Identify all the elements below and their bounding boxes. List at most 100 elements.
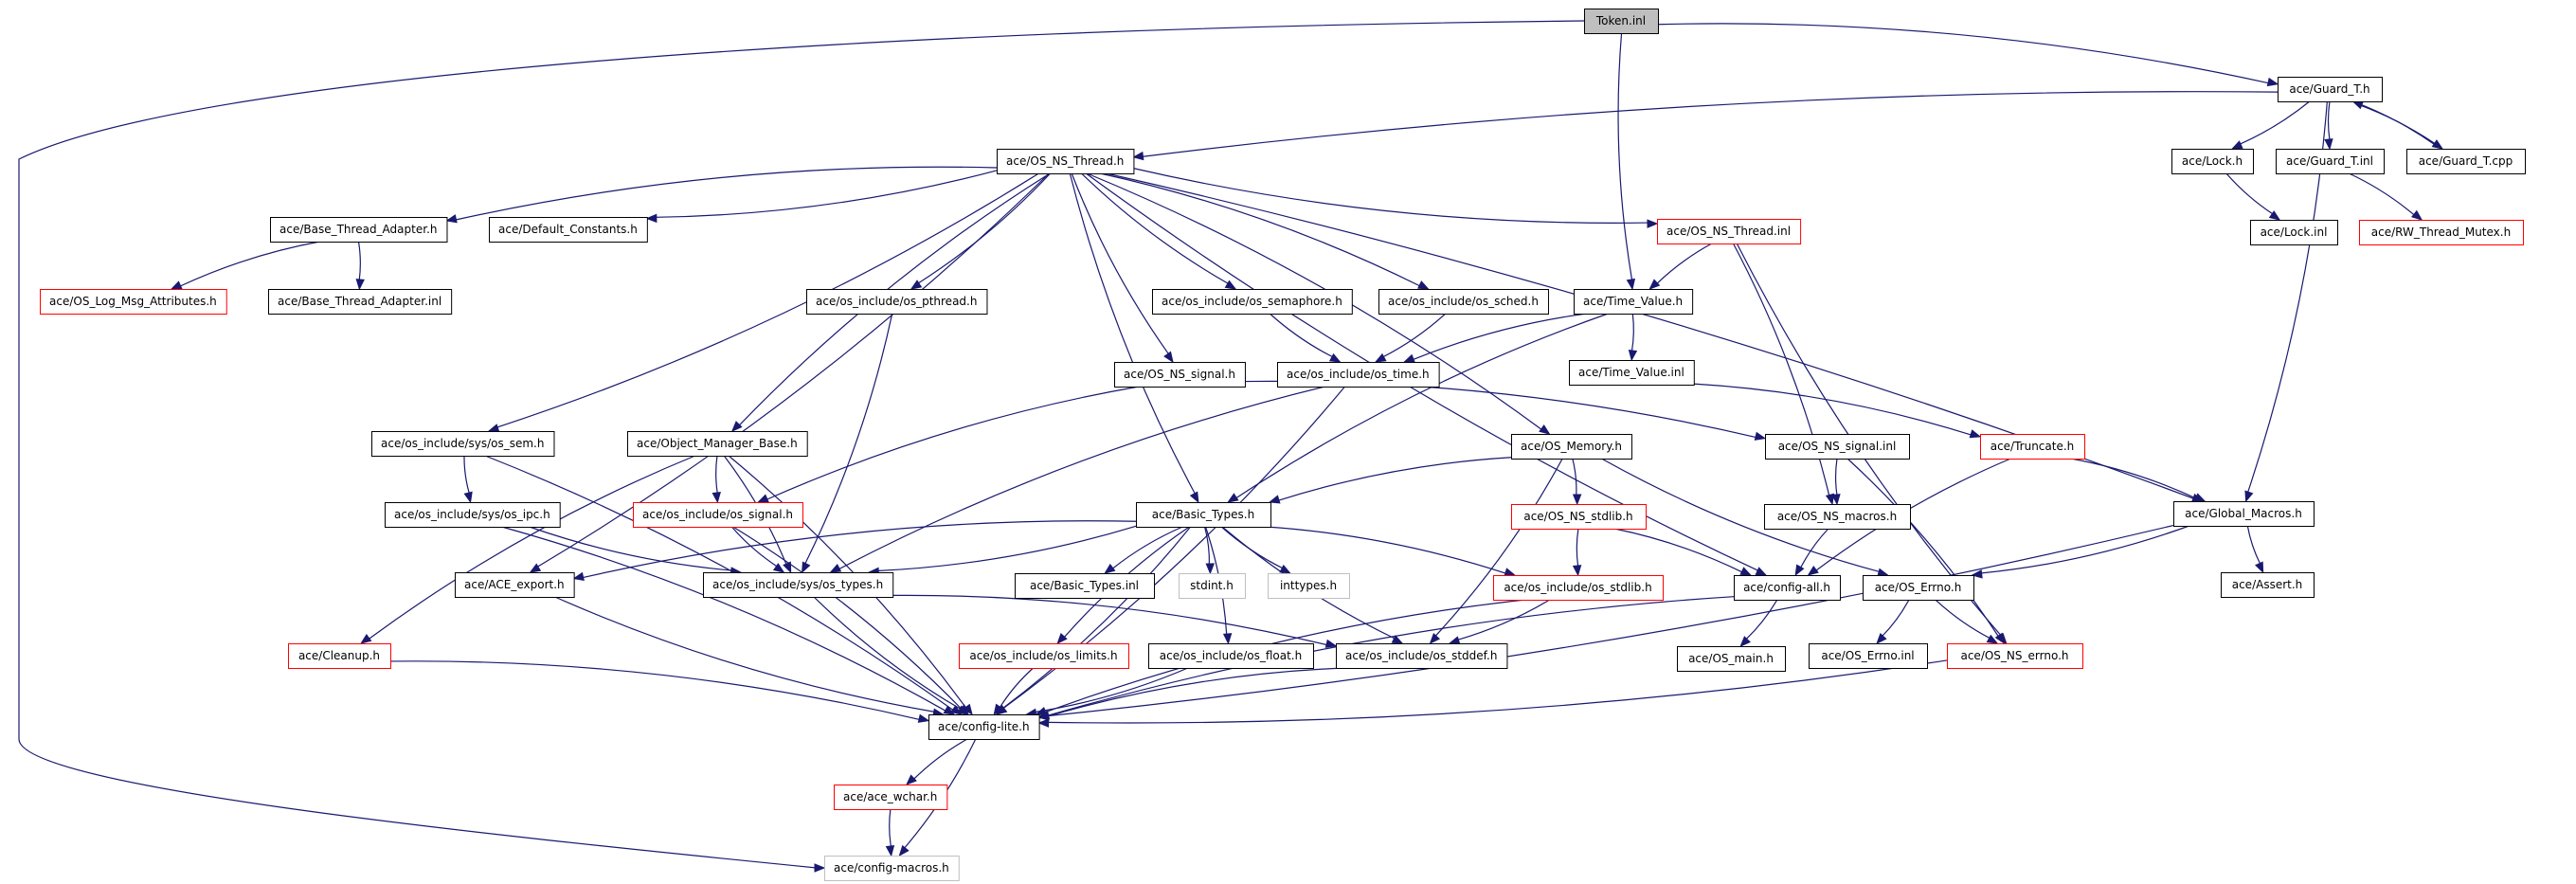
edge (501, 526, 946, 713)
arrowhead (355, 279, 365, 291)
arrowhead (2230, 140, 2243, 150)
node-label: ace/ACE_export.h (464, 578, 565, 591)
arrowhead (772, 563, 785, 573)
node-lock-h[interactable]: ace/Lock.h (2171, 149, 2254, 174)
node-global-macros-h[interactable]: ace/Global_Macros.h (2173, 501, 2315, 527)
node-label: ace/Guard_T.cpp (2419, 154, 2513, 168)
node-box (1152, 289, 1353, 315)
node-os-sched-h[interactable]: ace/os_include/os_sched.h (1378, 289, 1549, 315)
edge (2070, 458, 2197, 499)
node-ace-wchar-h[interactable]: ace/ace_wchar.h (834, 785, 948, 810)
arrowhead (1755, 567, 1768, 576)
arrowhead (814, 863, 826, 873)
node-box (1511, 504, 1647, 530)
node-os-errno-h[interactable]: ace/OS_Errno.h (1863, 575, 1974, 601)
node-box (1764, 504, 1911, 530)
node-label: ace/os_include/os_time.h (1287, 368, 1430, 381)
node-sys-os-types-h[interactable]: ace/os_include/sys/os_types.h (703, 572, 894, 598)
node-os-ns-macros-h[interactable]: ace/OS_NS_macros.h (1764, 504, 1911, 530)
node-os-limits-h[interactable]: ace/os_include/os_limits.h (959, 643, 1129, 669)
node-os-time-h[interactable]: ace/os_include/os_time.h (1277, 362, 1440, 388)
edge (1846, 458, 2000, 638)
node-os-errno-inl[interactable]: ace/OS_Errno.inl (1809, 643, 1928, 669)
node-os-ns-thread-inl[interactable]: ace/OS_NS_Thread.inl (1657, 219, 1802, 244)
arrowhead (1572, 565, 1582, 577)
node-object-manager-base-h[interactable]: ace/Object_Manager_Base.h (627, 431, 808, 457)
edge (1142, 91, 2279, 157)
node-os-stdlib-h[interactable]: ace/os_include/os_stdlib.h (1493, 575, 1664, 601)
node-sys-os-sem-h[interactable]: ace/os_include/sys/os_sem.h (371, 431, 555, 457)
node-os-ns-thread-h[interactable]: ace/OS_NS_Thread.h (997, 149, 1135, 174)
node-inttypes-h[interactable]: inttypes.h (1268, 573, 1350, 599)
node-label: ace/os_include/sys/os_ipc.h (394, 508, 550, 521)
node-os-ns-signal-inl[interactable]: ace/OS_NS_signal.inl (1765, 434, 1910, 460)
node-cleanup-h[interactable]: ace/Cleanup.h (288, 643, 391, 669)
node-ace-export-h[interactable]: ace/ACE_export.h (455, 572, 575, 598)
node-guard-t-h[interactable]: ace/Guard_T.h (2278, 77, 2383, 102)
node-guard-t-cpp[interactable]: ace/Guard_T.cpp (2406, 149, 2526, 174)
node-time-value-inl[interactable]: ace/Time_Value.inl (1569, 360, 1695, 386)
node-os-ns-signal-h[interactable]: ace/OS_NS_signal.h (1114, 362, 1246, 388)
node-sys-os-ipc-h[interactable]: ace/os_include/sys/os_ipc.h (385, 502, 561, 528)
node-truncate-h[interactable]: ace/Truncate.h (1980, 434, 2085, 460)
node-config-all-h[interactable]: ace/config-all.h (1734, 575, 1841, 601)
node-os-pthread-h[interactable]: ace/os_include/os_pthread.h (806, 289, 988, 315)
edge (1656, 243, 1713, 285)
node-box (1765, 434, 1910, 460)
edge (1601, 458, 1881, 573)
node-label: ace/Cleanup.h (298, 649, 380, 662)
arrowhead (1037, 718, 1050, 728)
arrowhead (1504, 568, 1517, 577)
arrowhead (2324, 138, 2333, 151)
node-label: ace/Default_Constants.h (498, 223, 638, 236)
node-os-ns-stdlib-h[interactable]: ace/OS_NS_stdlib.h (1511, 504, 1647, 530)
node-box (40, 289, 227, 315)
node-box (2171, 149, 2254, 174)
arrowhead (2266, 77, 2279, 87)
node-os-semaphore-h[interactable]: ace/os_include/os_semaphore.h (1152, 289, 1353, 315)
edge (813, 596, 962, 711)
arrowhead (1104, 563, 1116, 574)
node-os-log-msg-attributes-h[interactable]: ace/OS_Log_Msg_Attributes.h (40, 289, 227, 315)
node-box (1657, 219, 1802, 244)
edge (1834, 458, 1838, 496)
node-label: ace/OS_NS_stdlib.h (1523, 510, 1632, 523)
edge (2225, 172, 2274, 215)
edge (495, 172, 1039, 428)
edge (838, 386, 1325, 570)
arrowhead (898, 844, 910, 857)
node-os-ns-errno-h[interactable]: ace/OS_NS_errno.h (1947, 643, 2083, 669)
edge (484, 455, 954, 712)
node-assert-h[interactable]: ace/Assert.h (2221, 572, 2315, 598)
node-default-constants-h[interactable]: ace/Default_Constants.h (489, 217, 648, 243)
node-box (1511, 434, 1632, 460)
node-lock-inl[interactable]: ace/Lock.inl (2250, 220, 2338, 245)
arrowhead (1037, 711, 1051, 720)
arrowhead (1324, 639, 1338, 648)
edge (889, 808, 892, 848)
node-rw-thread-mutex-h[interactable]: ace/RW_Thread_Mutex.h (2359, 220, 2524, 245)
node-os-stddef-h[interactable]: ace/os_include/os_stddef.h (1336, 643, 1508, 669)
node-base-thread-adapter-inl[interactable]: ace/Base_Thread_Adapter.inl (268, 289, 453, 315)
node-guard-t-inl[interactable]: ace/Guard_T.inl (2276, 149, 2385, 174)
arrowhead (783, 561, 792, 574)
arrowhead (1205, 563, 1215, 575)
node-stdint-h[interactable]: stdint.h (1179, 573, 1246, 599)
edge (877, 525, 1137, 572)
node-time-value-h[interactable]: ace/Time_Value.h (1574, 289, 1694, 315)
node-os-float-h[interactable]: ace/os_include/os_float.h (1148, 643, 1314, 669)
node-os-main-h[interactable]: ace/OS_main.h (1677, 646, 1786, 672)
node-label: ace/os_include/os_sched.h (1388, 295, 1539, 308)
node-basic-types-h[interactable]: ace/Basic_Types.h (1136, 502, 1271, 528)
node-config-macros-h[interactable]: ace/config-macros.h (824, 856, 960, 881)
node-config-lite-h[interactable]: ace/config-lite.h (928, 714, 1040, 740)
node-base-thread-adapter-h[interactable]: ace/Base_Thread_Adapter.h (270, 217, 448, 243)
edge (2349, 172, 2415, 216)
node-os-signal-h[interactable]: ace/os_include/os_signal.h (633, 502, 803, 528)
node-label: ace/config-all.h (1743, 581, 1830, 594)
arrowhead (1417, 280, 1430, 290)
node-basic-types-inl[interactable]: ace/Basic_Types.inl (1015, 573, 1155, 599)
arrowhead (529, 563, 542, 573)
node-os-memory-h[interactable]: ace/OS_Memory.h (1511, 434, 1632, 460)
node-label: ace/OS_NS_Thread.inl (1666, 225, 1791, 238)
